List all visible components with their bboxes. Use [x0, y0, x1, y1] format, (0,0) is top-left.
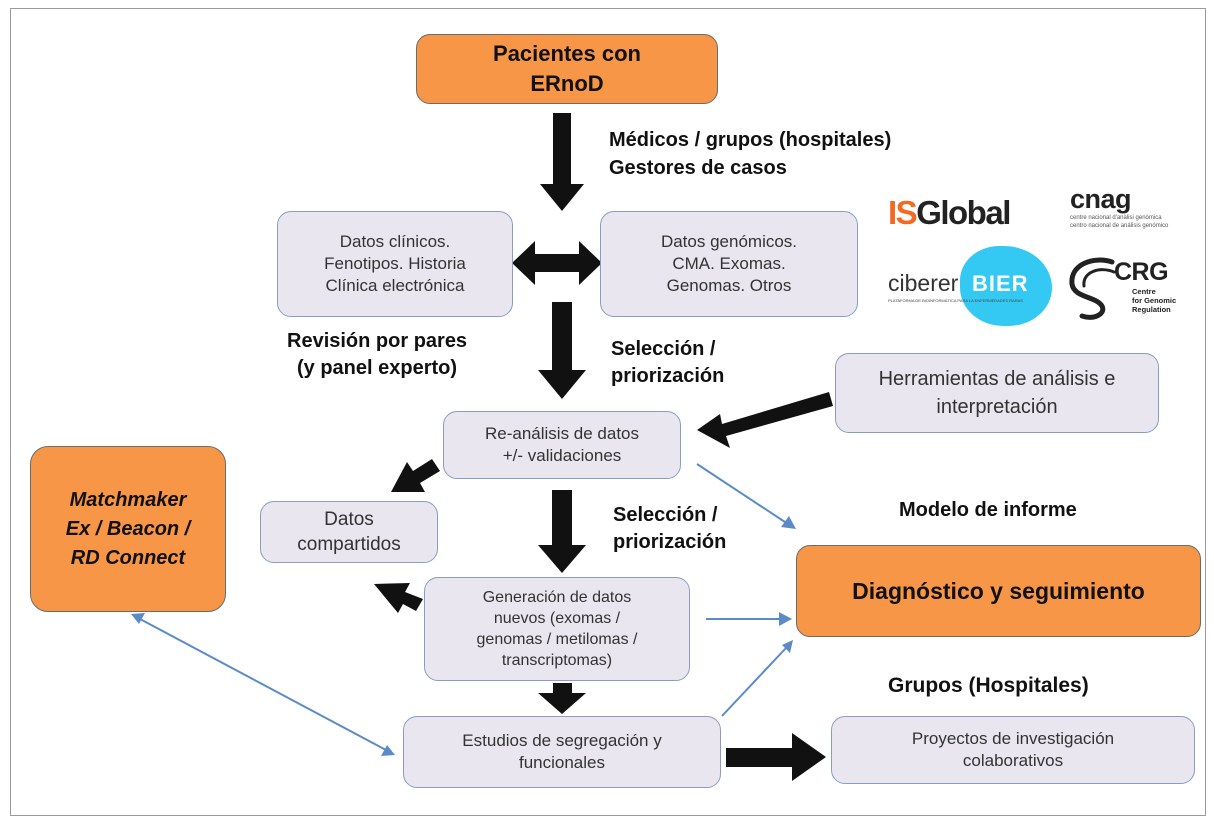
label-physicians: Médicos / grupos (hospitales) Gestores d… [609, 129, 892, 179]
node-shared-data: Datos compartidos [260, 501, 438, 563]
crg-swirl-icon [1069, 257, 1116, 320]
node-matchmaker: Matchmaker Ex / Beacon / RD Connect [30, 446, 226, 612]
arrow-patients-down [540, 113, 584, 211]
arrow-segregation-to-projects [726, 733, 826, 781]
label-groups-hospitals: Grupos (Hospitales) [888, 674, 1089, 697]
label-report-model: Modelo de informe [899, 499, 1077, 521]
crg-logo: CRG Centre for Genomic Regulation [1064, 256, 1192, 320]
connector-segregation-diagnosis [721, 647, 787, 717]
bier-blob [960, 246, 1052, 326]
node-new-data-generation: Generación de datos nuevos (exomas / gen… [424, 577, 690, 681]
arrow-newdata-to-shared [374, 583, 423, 613]
label-peer-review: Revisión por pares (y panel experto) [287, 330, 468, 379]
node-segregation-studies: Estudios de segregación y funcionales [403, 716, 721, 788]
node-collaborative-projects: Proyectos de investigación colaborativos [831, 716, 1195, 784]
cnag-logo: cnag centre nacional d'anàlisi genòmica … [1070, 184, 1169, 229]
node-genomic-data: Datos genómicos. CMA. Exomas. Genomas. O… [600, 211, 858, 317]
ciberer-bier-logo: ciberer BIER PLATAFORMA DE BIOINFORMÁTIC… [884, 246, 1054, 328]
label-selection-2: Selección / priorización [613, 504, 727, 553]
node-patients: Pacientes con ERnoD [416, 34, 718, 104]
arrow-tools-to-reanalysis [697, 392, 833, 448]
double-arrow-clinical-genomic [512, 241, 602, 285]
arrow-newdata-to-segregation [538, 683, 586, 714]
arrow-selection2-down [538, 490, 586, 573]
arrow-reanalysis-to-shared [391, 459, 440, 492]
diagram-frame [10, 8, 1206, 816]
isglobal-logo: ISGlobal [888, 194, 1011, 231]
node-reanalysis: Re-análisis de datos +/- validaciones [443, 411, 681, 479]
label-selection-1: Selección / priorización [611, 338, 725, 387]
connector-matchmaker-segregation [139, 618, 387, 751]
node-analysis-tools: Herramientas de análisis e interpretació… [835, 353, 1159, 433]
arrow-selection1-down [538, 302, 586, 399]
connector-reanalysis-diagnosis [696, 463, 789, 525]
node-diagnosis: Diagnóstico y seguimiento [796, 545, 1201, 637]
node-clinical-data: Datos clínicos. Fenotipos. Historia Clín… [277, 211, 513, 317]
